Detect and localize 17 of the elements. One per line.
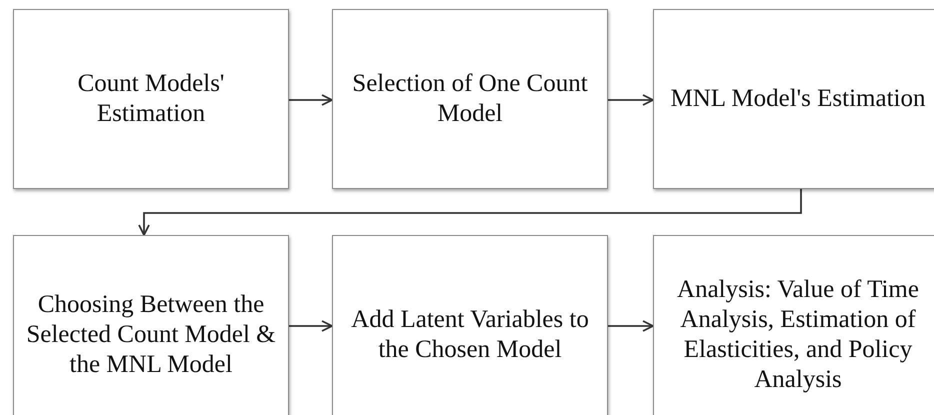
arrow [608, 320, 654, 332]
process-box [13, 235, 289, 415]
process-box [332, 9, 608, 189]
step-text: Selection of One Count Model [351, 69, 589, 129]
arrow [289, 94, 333, 106]
process-box [653, 235, 934, 415]
arrow [289, 320, 333, 332]
arrow [608, 94, 654, 106]
step-text: Analysis: Value of Time Analysis, Estimation of Elasticities, and Policy Analysis [676, 275, 920, 395]
arrow [138, 189, 802, 236]
step-text: Add Latent Variables to the Chosen Model [350, 305, 590, 365]
step-text: Choosing Between the Selected Count Model & the MNL Model [25, 290, 277, 380]
process-box [332, 235, 608, 415]
process-box [653, 9, 934, 189]
process-box [13, 9, 289, 189]
step-text: MNL Model's Estimation [670, 84, 926, 114]
step-text: Count Models' Estimation [76, 69, 226, 129]
